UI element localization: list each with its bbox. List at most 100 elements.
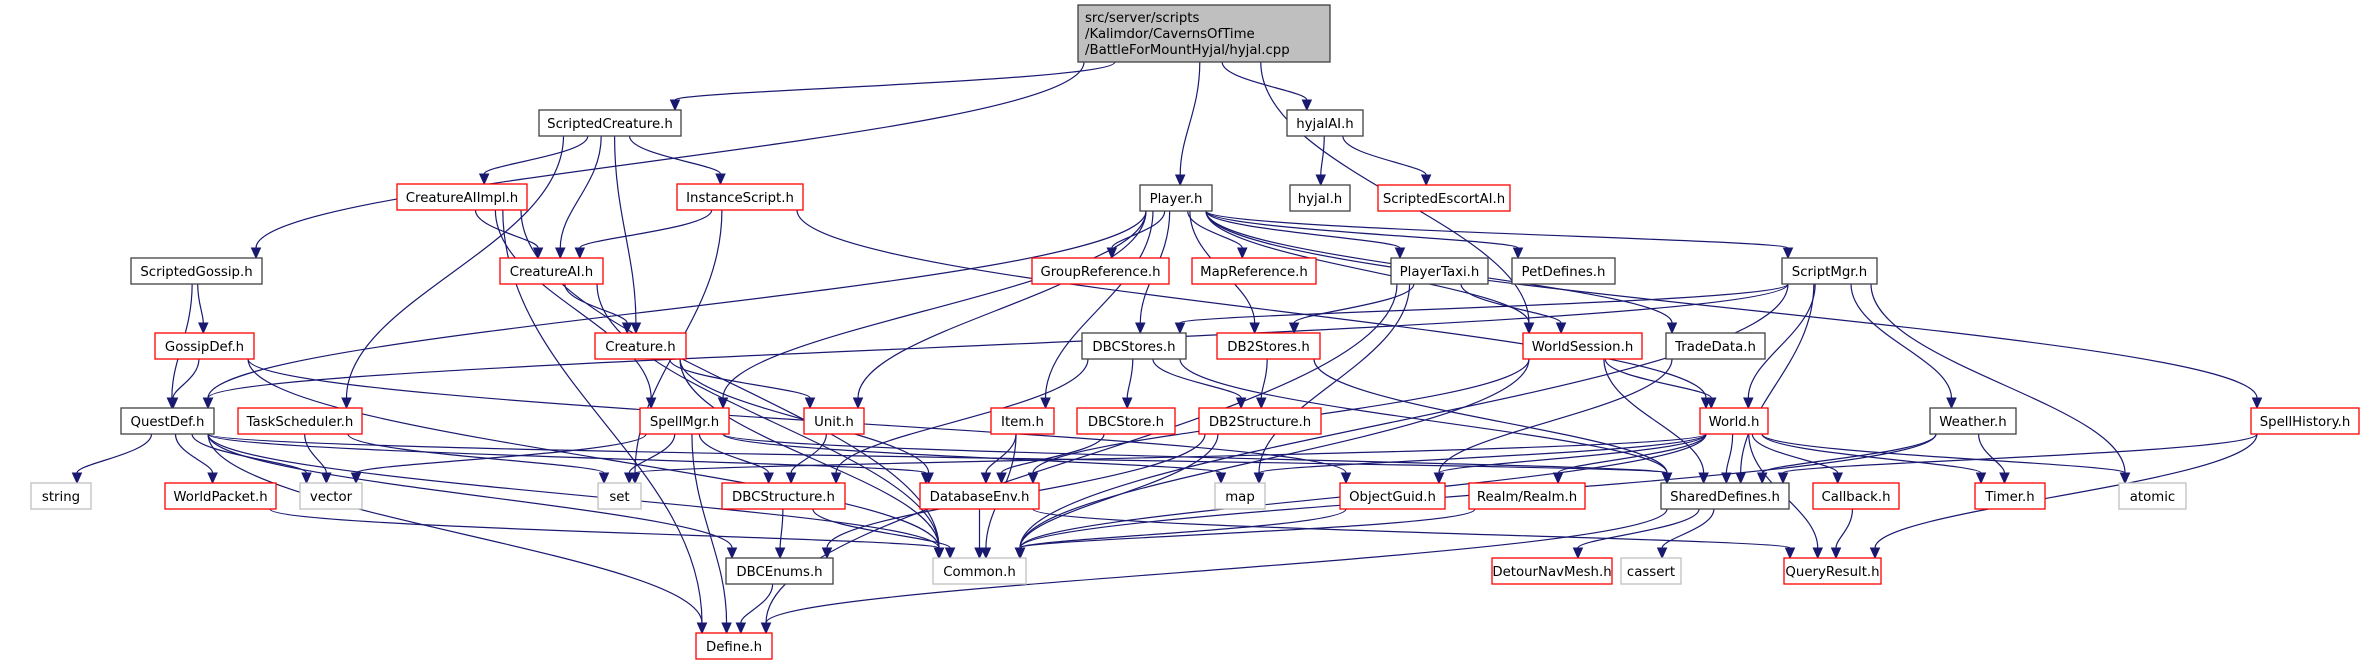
node-label: Common.h [943, 565, 1016, 580]
arrowhead-icon [1832, 472, 1843, 485]
node-dbcstructure[interactable]: DBCStructure.h [721, 482, 846, 510]
node-spell-mgr[interactable]: SpellMgr.h [639, 407, 730, 435]
node-cassert[interactable]: cassert [1620, 557, 1682, 585]
node-world-session[interactable]: WorldSession.h [1522, 332, 1643, 360]
node-db2-structure[interactable]: DB2Structure.h [1198, 407, 1322, 435]
node-unit[interactable]: Unit.h [803, 407, 865, 435]
arrowhead-icon [696, 622, 708, 635]
arrowhead-icon [1572, 547, 1584, 560]
node-weather[interactable]: Weather.h [1929, 407, 2017, 435]
node-label: PlayerTaxi.h [1400, 265, 1480, 280]
arrowhead-icon [735, 622, 747, 635]
arrowhead-icon [1235, 397, 1247, 410]
node-task-scheduler[interactable]: TaskScheduler.h [237, 407, 363, 435]
node-spell-history[interactable]: SpellHistory.h [2250, 407, 2360, 435]
arrowhead-icon [1869, 547, 1881, 560]
node-box [1139, 184, 1213, 212]
node-define[interactable]: Define.h [695, 632, 773, 660]
edge-creature-aiimpl-to-creature-ai [474, 209, 539, 249]
edge-dbcstores-to-shared-defines [1179, 358, 1668, 474]
node-object-guid[interactable]: ObjectGuid.h [1339, 482, 1446, 510]
node-hyjal[interactable]: hyjal.h [1289, 184, 1351, 212]
node-world[interactable]: World.h [1699, 407, 1769, 435]
node-dbcenums[interactable]: DBCEnums.h [725, 557, 834, 585]
node-map[interactable]: map [1214, 482, 1266, 510]
node-label: InstanceScript.h [686, 191, 794, 206]
arrowhead-icon [974, 547, 985, 560]
node-dbcstore[interactable]: DBCStore.h [1076, 407, 1176, 435]
node-label: DBCStore.h [1088, 415, 1164, 430]
node-creature-aiimpl[interactable]: CreatureAIImpl.h [396, 183, 528, 211]
node-query-result[interactable]: QueryResult.h [1783, 557, 1882, 585]
node-scripted-creature[interactable]: ScriptedCreature.h [538, 109, 682, 137]
node-box [676, 183, 804, 211]
node-box [1511, 257, 1616, 285]
arrowhead-icon [717, 397, 729, 410]
node-box [130, 257, 263, 285]
arrowhead-icon [1512, 247, 1524, 260]
node-realm-realm[interactable]: Realm/Realm.h [1468, 482, 1586, 510]
edge-world-to-object-guid [1438, 433, 1707, 474]
node-db2-stores[interactable]: DB2Stores.h [1216, 332, 1321, 360]
node-common[interactable]: Common.h [932, 557, 1027, 585]
node-callback[interactable]: Callback.h [1812, 482, 1900, 510]
node-creature-ai[interactable]: CreatureAI.h [499, 257, 604, 285]
edge-spell-history-to-shared-defines [1782, 433, 2258, 474]
edge-item-to-database-env [985, 433, 1017, 474]
node-detour-nav-mesh[interactable]: DetourNavMesh.h [1491, 557, 1613, 585]
edge-dbcstores-to-dbcstore [1126, 358, 1134, 399]
node-label: TaskScheduler.h [246, 415, 354, 430]
arrowhead-icon [763, 472, 774, 485]
node-script-mgr[interactable]: ScriptMgr.h [1781, 257, 1878, 285]
node-trade-data[interactable]: TradeData.h [1665, 332, 1766, 360]
node-box [1491, 557, 1613, 585]
node-quest-def[interactable]: QuestDef.h [120, 407, 215, 435]
arrowhead-icon [1256, 397, 1267, 410]
edge-unit-to-dbcstructure [790, 433, 828, 474]
node-map-reference[interactable]: MapReference.h [1191, 257, 1317, 285]
arrowhead-icon [933, 547, 945, 560]
node-player[interactable]: Player.h [1139, 184, 1213, 212]
node-item[interactable]: Item.h [990, 407, 1055, 435]
node-gossip-def[interactable]: GossipDef.h [154, 332, 255, 360]
node-player-taxi[interactable]: PlayerTaxi.h [1390, 257, 1489, 285]
node-box [1216, 332, 1321, 360]
arrowhead-icon [202, 397, 214, 410]
node-group-reference[interactable]: GroupReference.h [1031, 257, 1170, 285]
node-world-packet[interactable]: WorldPacket.h [164, 482, 277, 510]
node-set[interactable]: set [597, 482, 642, 510]
arrowhead-icon [944, 547, 956, 560]
node-pet-defines[interactable]: PetDefines.h [1511, 257, 1616, 285]
node-label: atomic [2130, 490, 2175, 505]
node-label: CreatureAI.h [510, 265, 593, 280]
node-string[interactable]: string [30, 482, 92, 510]
node-label: DetourNavMesh.h [1492, 565, 1611, 580]
node-creature[interactable]: Creature.h [594, 332, 687, 360]
node-vector[interactable]: vector [299, 482, 363, 510]
node-label: Item.h [1001, 415, 1044, 430]
arrowhead-icon [804, 397, 816, 410]
edge-script-mgr-to-quest-def [207, 283, 1789, 399]
node-box [2250, 407, 2360, 435]
edge-task-scheduler-to-vector [304, 433, 327, 474]
edge-creature-aiimpl-to-spell-mgr [494, 209, 652, 399]
node-box [30, 482, 92, 510]
arrowhead-icon [715, 173, 726, 186]
arrowhead-icon [574, 247, 586, 260]
node-box [594, 332, 687, 360]
node-label: hyjal.h [1298, 192, 1343, 207]
edge-world-session-to-common [1019, 358, 1530, 549]
arrowhead-icon [2251, 397, 2263, 410]
node-shared-defines[interactable]: SharedDefines.h [1660, 482, 1790, 510]
node-dbcstores[interactable]: DBCStores.h [1081, 332, 1187, 360]
node-database-env[interactable]: DatabaseEnv.h [919, 482, 1040, 510]
node-label: /Kalimdor/CavernsOfTime [1085, 27, 1255, 42]
node-hyjal-ai[interactable]: hyjalAI.h [1286, 109, 1364, 137]
edge-shared-defines-to-detour-nav-mesh [1577, 508, 1700, 549]
node-root[interactable]: src/server/scripts/Kalimdor/CavernsOfTim… [1077, 4, 1331, 63]
node-scripted-gossip[interactable]: ScriptedGossip.h [130, 257, 263, 285]
node-instance-script[interactable]: InstanceScript.h [676, 183, 804, 211]
node-scripted-escort-ai[interactable]: ScriptedEscortAI.h [1377, 184, 1511, 212]
node-atomic[interactable]: atomic [2118, 482, 2187, 510]
node-timer[interactable]: Timer.h [1974, 482, 2046, 510]
